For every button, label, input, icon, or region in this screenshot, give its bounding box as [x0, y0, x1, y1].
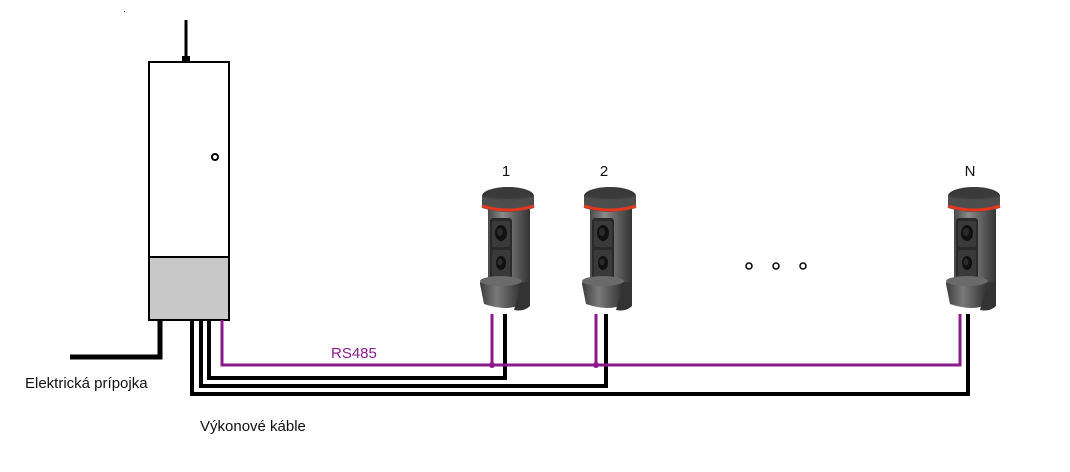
- power-cable-n: [190, 314, 970, 396]
- cabinet-lock-icon: [211, 153, 219, 161]
- distribution-cabinet: [148, 20, 230, 321]
- rs485-trunk: [220, 314, 962, 367]
- charging-station-2: [580, 185, 638, 312]
- station-n-label: N: [965, 163, 976, 180]
- station-2-label: 2: [600, 163, 608, 180]
- power-cables-label: Výkonové káble: [200, 418, 306, 435]
- ellipsis-dot: [799, 262, 807, 270]
- grid-connection-label: Elektrická prípojka: [25, 375, 148, 392]
- ellipsis-dot: [745, 262, 753, 270]
- charging-station-1: [478, 185, 536, 312]
- rs485-bus: [220, 314, 962, 367]
- cabinet-antenna-base: [182, 56, 190, 61]
- rs485-junction-1: [489, 362, 495, 368]
- grid-connection-cable: [70, 320, 163, 360]
- charging-station-n: [944, 185, 1002, 312]
- rs485-junction-2: [593, 362, 599, 368]
- power-cable-1: [207, 314, 507, 380]
- station-1-label: 1: [502, 163, 510, 180]
- ellipsis-dots: [745, 262, 807, 270]
- power-cables: [190, 314, 970, 396]
- cabinet-lower: [148, 256, 230, 321]
- power-cable-2: [199, 314, 608, 388]
- ellipsis-dot: [772, 262, 780, 270]
- rs485-label: RS485: [331, 345, 377, 362]
- speck-mark: [124, 11, 125, 12]
